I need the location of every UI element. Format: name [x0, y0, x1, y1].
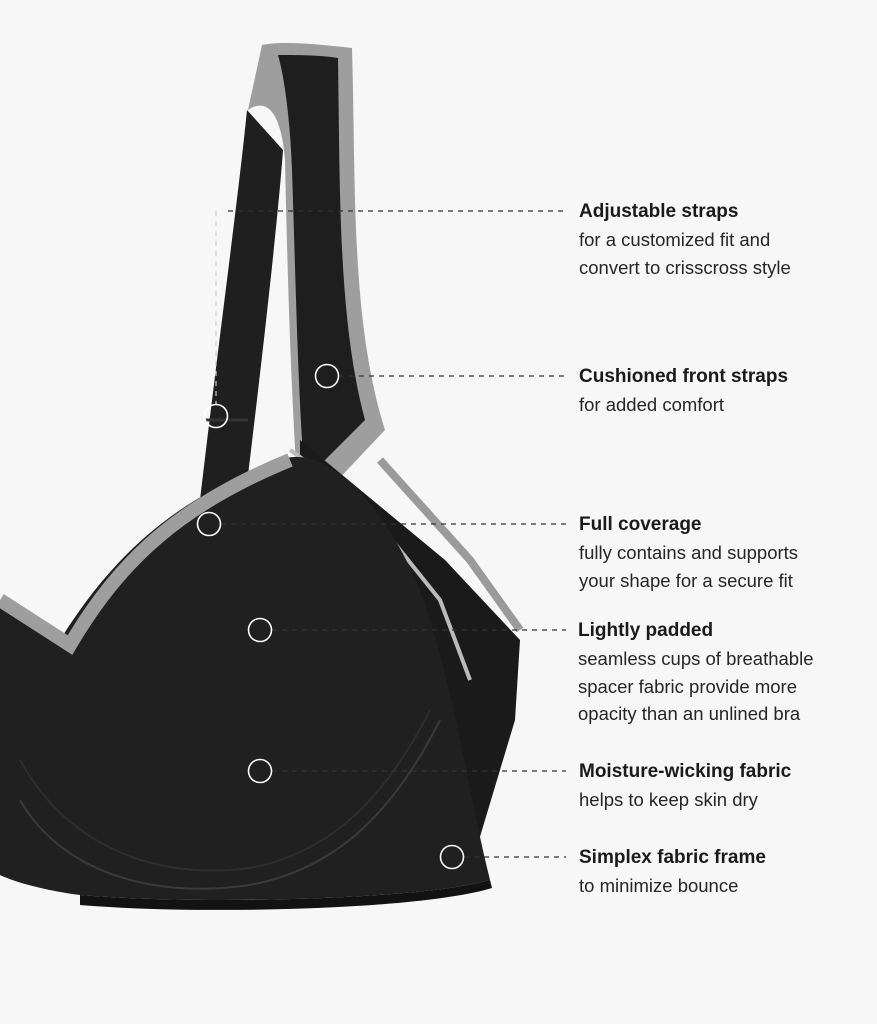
callout-description: spacer fabric provide more	[578, 675, 798, 697]
callout-title: Simplex fabric frame	[579, 847, 766, 868]
callout-title: Lightly padded	[578, 620, 714, 641]
callout-description: for added comfort	[579, 394, 724, 415]
hotspot-full-coverage	[196, 511, 222, 537]
callout-title: Cushioned front straps	[579, 366, 789, 387]
callout-description: fully contains and supports	[579, 542, 799, 563]
callout-description: helps to keep skin dry	[579, 789, 758, 810]
back-strap	[200, 110, 283, 500]
callout-adjustable-straps: Adjustable straps for a customized fit a…	[579, 198, 791, 281]
hotspot-lightly-padded	[247, 617, 273, 643]
callout-description: for a customized fit and	[579, 229, 771, 250]
callout-description: convert to crisscross style	[579, 256, 791, 278]
hotspot-simplex-fabric-frame	[439, 844, 465, 870]
callout-description: seamless cups of breathable	[578, 648, 814, 669]
callout-description: to minimize bounce	[579, 875, 739, 896]
callout-full-coverage: Full coverage fully contains and support…	[579, 511, 798, 594]
callout-title: Moisture-wicking fabric	[579, 761, 792, 782]
callout-moisture-wicking-fabric: Moisture-wicking fabric helps to keep sk…	[579, 758, 791, 814]
hotspot-adjustable-straps	[203, 403, 229, 429]
callout-simplex-fabric-frame: Simplex fabric frame to minimize bounce	[579, 844, 766, 900]
hotspot-markers	[196, 363, 465, 870]
leader-lines	[215, 210, 566, 858]
cup	[0, 456, 490, 900]
callout-title: Full coverage	[579, 514, 702, 535]
callout-title: Adjustable straps	[579, 201, 739, 222]
callout-description: your shape for a secure fit	[579, 569, 793, 591]
hotspot-moisture-wicking-fabric	[247, 758, 273, 784]
callout-cushioned-front-straps: Cushioned front straps for added comfort	[579, 363, 788, 419]
callout-lightly-padded: Lightly padded seamless cups of breathab…	[578, 617, 814, 728]
hotspot-cushioned-front-straps	[314, 363, 340, 389]
callout-description: opacity than an unlined bra	[578, 703, 801, 724]
